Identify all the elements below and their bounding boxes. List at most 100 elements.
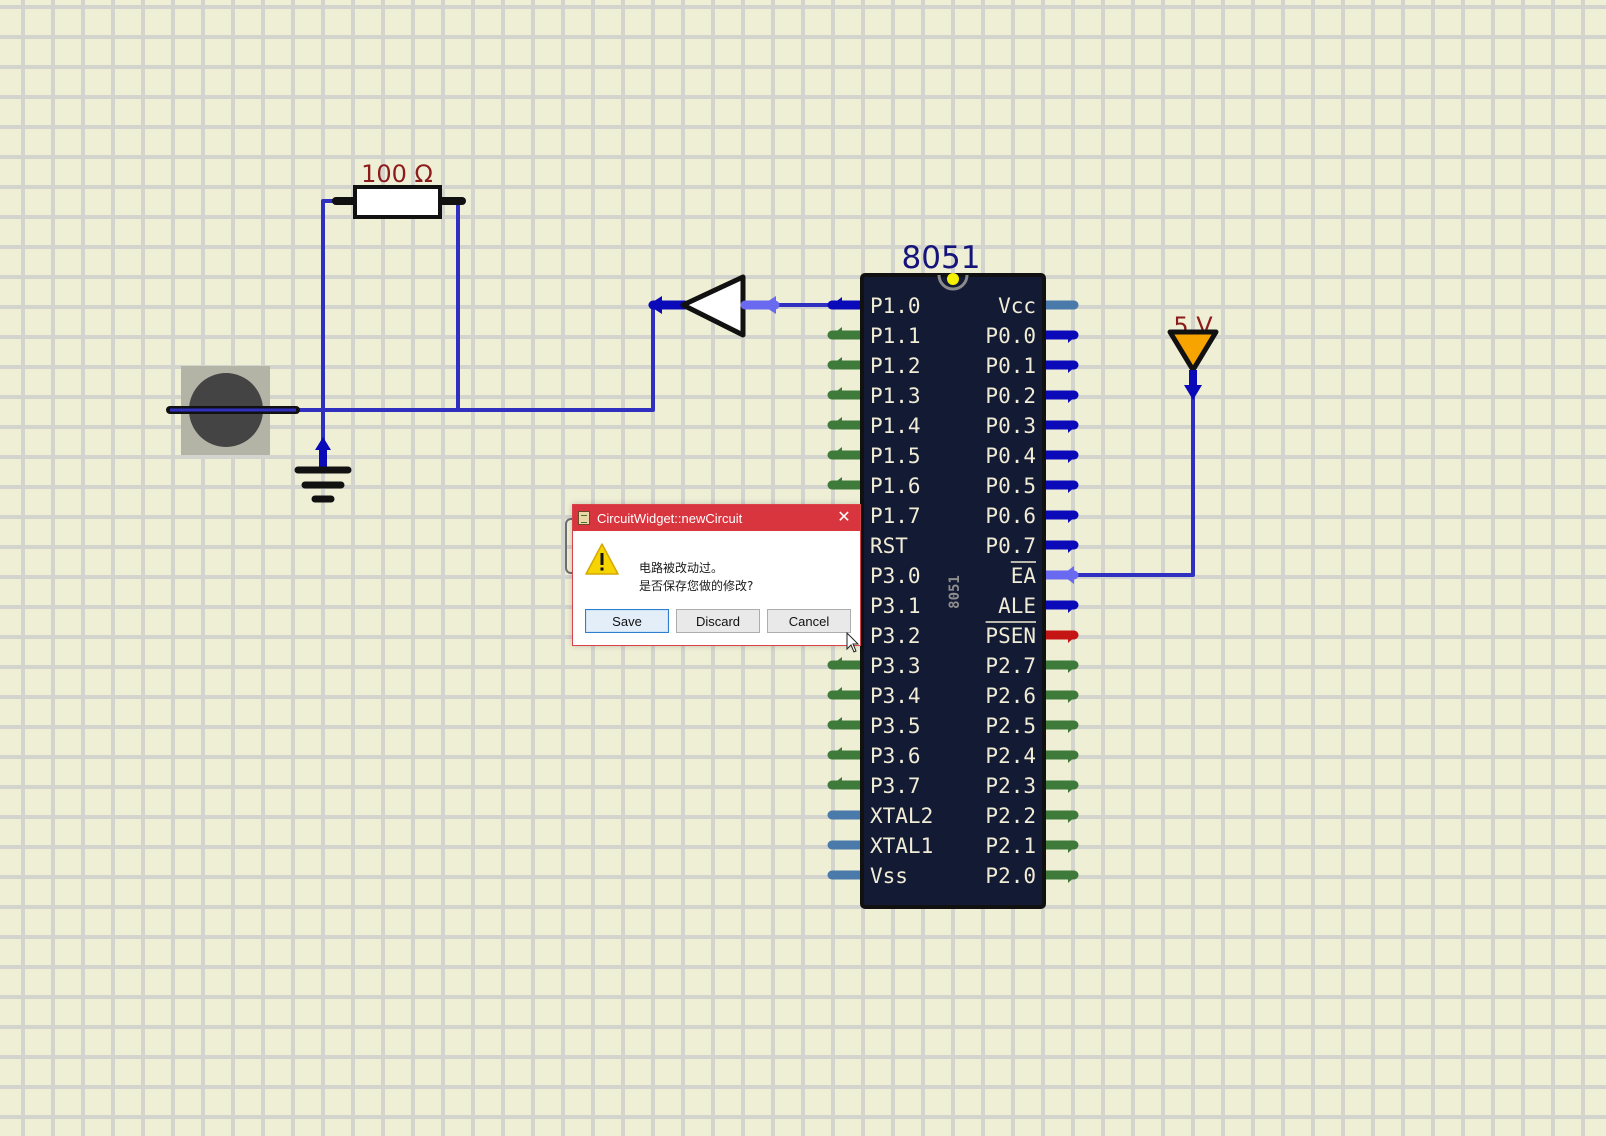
chip-pin-label: P1.5	[870, 444, 921, 468]
wire-main-horizontal[interactable]	[168, 303, 655, 412]
discard-button[interactable]: Discard	[676, 609, 760, 633]
chip-pin-label: P0.0	[985, 324, 1036, 348]
save-changes-dialog: CircuitWidget::newCircuit ✕ 电路被改动过。 是否保存…	[572, 504, 861, 646]
chip-pin-p2-7[interactable]	[1039, 660, 1079, 673]
chip-pin-label: P3.0	[870, 564, 921, 588]
chip-pin-p0-6[interactable]	[1039, 510, 1079, 523]
chip-pin-p1-0[interactable]	[827, 297, 867, 310]
chip-pin-label: P0.5	[985, 474, 1036, 498]
chip-pin-p0-0[interactable]	[1039, 330, 1079, 343]
chip-pin-p2-6[interactable]	[1039, 690, 1079, 703]
chip-pin-label: P1.6	[870, 474, 921, 498]
warning-icon	[585, 543, 619, 575]
ground-component[interactable]	[294, 437, 352, 503]
chip-pin-p3-3[interactable]	[827, 657, 867, 670]
chip-pin-label: P2.6	[985, 684, 1036, 708]
dialog-title: CircuitWidget::newCircuit	[597, 510, 743, 526]
chip-pin-label: P3.3	[870, 654, 921, 678]
chip-pin-label: P3.7	[870, 774, 921, 798]
mouse-cursor-icon	[846, 632, 860, 653]
chip-right-labels: VccP0.0P0.1P0.2P0.3P0.4P0.5P0.6P0.7EAALE…	[985, 294, 1036, 888]
chip-pin-label: EA	[1011, 564, 1037, 588]
chip-pin-p0-3[interactable]	[1039, 420, 1079, 433]
dialog-message: 电路被改动过。 是否保存您做的修改?	[639, 559, 753, 595]
chip-pin-ale[interactable]	[1039, 600, 1079, 613]
dialog-shadow-frame	[565, 518, 575, 574]
chip-pin-label: ALE	[998, 594, 1036, 618]
save-button[interactable]: Save	[585, 609, 669, 633]
chip-pin-p0-2[interactable]	[1039, 390, 1079, 403]
chip-pin-label: Vcc	[998, 294, 1036, 318]
chip-right-pins	[1039, 300, 1079, 883]
chip-pin-p2-0[interactable]	[1039, 870, 1079, 883]
chip-pin-label: P0.1	[985, 354, 1036, 378]
chip-pin-label: P0.6	[985, 504, 1036, 528]
wire-resistor-left-to-node[interactable]	[321, 199, 344, 412]
chip-pin-p1-5[interactable]	[827, 447, 867, 460]
chip-pin-label: P3.6	[870, 744, 921, 768]
chip-pin-p2-4[interactable]	[1039, 750, 1079, 763]
chip-pin-label: XTAL1	[870, 834, 933, 858]
chip-pin-p0-1[interactable]	[1039, 360, 1079, 373]
chip-pin-label: P2.1	[985, 834, 1036, 858]
push-button-component[interactable]	[166, 366, 300, 455]
chip-pin-p1-6[interactable]	[827, 477, 867, 490]
app-icon	[578, 511, 590, 525]
cancel-button[interactable]: Cancel	[767, 609, 851, 633]
chip-pin-p3-5[interactable]	[827, 717, 867, 730]
chip-pin-p2-3[interactable]	[1039, 780, 1079, 793]
chip-pin-label: P3.2	[870, 624, 921, 648]
chip-pin-p2-5[interactable]	[1039, 720, 1079, 733]
chip-pin-label: P0.2	[985, 384, 1036, 408]
voltage-source-5v[interactable]: 5 V	[1167, 312, 1219, 400]
dialog-message-line2: 是否保存您做的修改?	[639, 579, 754, 593]
dialog-body: 电路被改动过。 是否保存您做的修改?	[573, 531, 860, 607]
chip-pin-label: P2.0	[985, 864, 1036, 888]
wires	[168, 199, 1195, 577]
chip-pin-p3-7[interactable]	[827, 777, 867, 790]
chip-pin-p0-7[interactable]	[1039, 540, 1079, 553]
chip-pin-label: P0.3	[985, 414, 1036, 438]
chip-pin-label: P1.1	[870, 324, 921, 348]
dialog-titlebar[interactable]: CircuitWidget::newCircuit ✕	[573, 505, 860, 531]
wire-5v-to-ea[interactable]	[1068, 388, 1195, 577]
dialog-button-row: Save Discard Cancel	[585, 609, 851, 633]
chip-pin-label: PSEN	[985, 624, 1036, 648]
chip-title: 8051	[902, 240, 981, 276]
buffer-component[interactable]	[648, 274, 780, 338]
chip-pin-label: P2.4	[985, 744, 1036, 768]
chip-pin-label: P3.4	[870, 684, 921, 708]
chip-pin-label: P2.3	[985, 774, 1036, 798]
circuit-canvas[interactable]: 100 Ω 5 V 8051 8051 P1.0P1.1P1.2P1.3P1.4…	[0, 0, 1568, 1109]
chip-pin-psen[interactable]	[1039, 630, 1079, 643]
chip-pin-label: P0.4	[985, 444, 1036, 468]
chip-pin-p0-5[interactable]	[1039, 480, 1079, 493]
chip-pin-p1-2[interactable]	[827, 357, 867, 370]
chip-pin-label: P3.1	[870, 594, 921, 618]
chip-pin-label: XTAL2	[870, 804, 933, 828]
resistor-component[interactable]: 100 Ω	[332, 160, 466, 219]
chip-pin-label: Vss	[870, 864, 908, 888]
chip-pin-p0-4[interactable]	[1039, 450, 1079, 463]
chip-pin-label: P1.4	[870, 414, 921, 438]
dialog-message-line1: 电路被改动过。	[639, 561, 724, 575]
chip-8051[interactable]: 8051 8051 P1.0P1.1P1.2P1.3P1.4P1.5P1.6P1…	[827, 240, 1079, 909]
chip-pin-label: P3.5	[870, 714, 921, 738]
chip-pin-p1-4[interactable]	[827, 417, 867, 430]
chip-pin-label: P2.5	[985, 714, 1036, 738]
chip-pin-label: P2.7	[985, 654, 1036, 678]
chip-pin-p3-4[interactable]	[827, 687, 867, 700]
resistor-value-label: 100 Ω	[361, 160, 433, 188]
chip-pin-ea[interactable]	[1039, 566, 1079, 584]
chip-pin-label: P1.7	[870, 504, 921, 528]
chip-pin-label: P1.2	[870, 354, 921, 378]
chip-pin-p3-6[interactable]	[827, 747, 867, 760]
chip-pin-label: P1.3	[870, 384, 921, 408]
close-icon[interactable]: ✕	[837, 507, 851, 526]
chip-pin-p1-3[interactable]	[827, 387, 867, 400]
chip-pin-p2-2[interactable]	[1039, 810, 1079, 823]
chip-left-labels: P1.0P1.1P1.2P1.3P1.4P1.5P1.6P1.7RSTP3.0P…	[870, 294, 933, 888]
chip-pin-p1-1[interactable]	[827, 327, 867, 340]
chip-pin-p2-1[interactable]	[1039, 840, 1079, 853]
chip-pin-label: P2.2	[985, 804, 1036, 828]
